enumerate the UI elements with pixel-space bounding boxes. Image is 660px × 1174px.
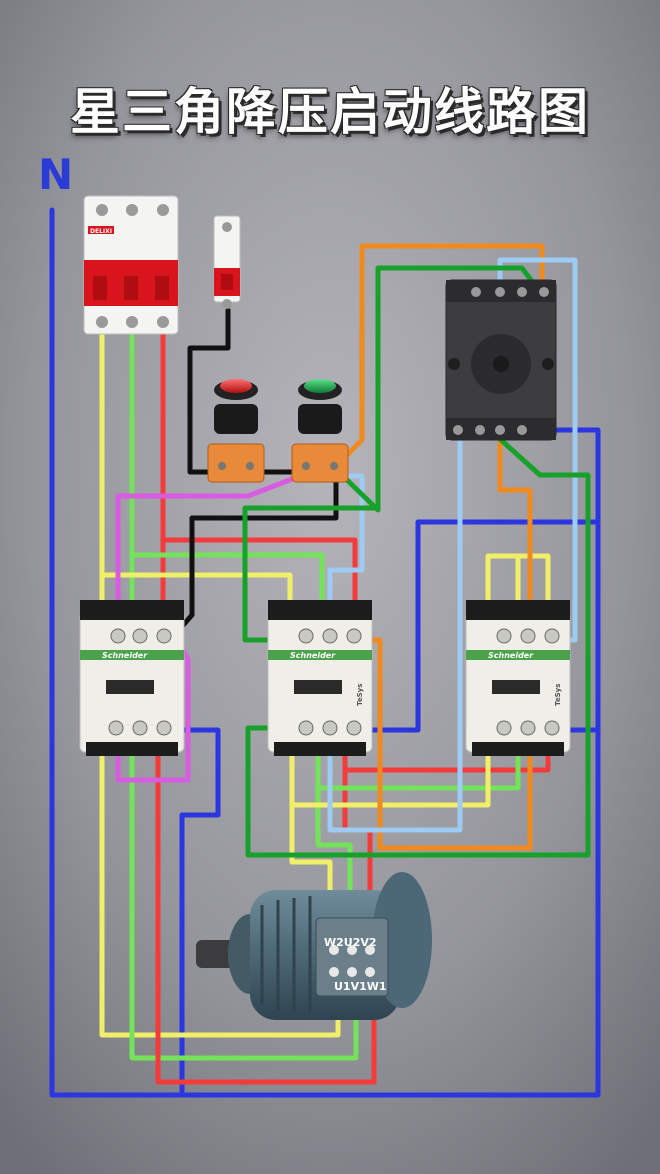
control-magenta [115, 473, 303, 643]
control-black-1 [187, 307, 231, 475]
breaker-brand-label: DELIXI [90, 228, 112, 235]
phase-red-cross [160, 537, 358, 615]
phase-green-cross [129, 552, 325, 615]
delta-star-yellow [289, 737, 491, 808]
time-relay-socket [445, 279, 557, 441]
neutral-label: N [38, 150, 74, 199]
control-lightblue [327, 473, 365, 615]
neutral-wire-2 [332, 519, 601, 733]
delta-contactor: Schneider TeSys [267, 600, 373, 756]
control-darkgreen-3 [245, 427, 591, 858]
motor-top-terminals: W2U2V2 [324, 936, 377, 949]
star-contactor: Schneider TeSys [465, 600, 571, 756]
motor-bottom-terminals: U1V1W1 [334, 980, 387, 993]
single-pole-breaker [213, 215, 241, 309]
start-button[interactable] [291, 379, 349, 483]
control-magenta-2 [115, 637, 191, 783]
delta-contactor-side-label: TeSys [356, 684, 364, 706]
control-black-3 [167, 475, 339, 643]
three-pole-breaker: DELIXI [83, 195, 179, 335]
stop-button[interactable] [207, 379, 265, 483]
star-contactor-side-label: TeSys [554, 684, 562, 706]
star-contactor-brand: Schneider [488, 651, 534, 660]
control-orange-2 [355, 427, 533, 851]
delta-contactor-brand: Schneider [290, 651, 336, 660]
neutral-wire-4 [167, 727, 221, 1098]
phase-yellow-cross [99, 572, 293, 615]
main-contactor: Schneider [79, 600, 185, 756]
three-phase-motor: W2U2V2 U1V1W1 [196, 872, 432, 1020]
control-darkgreen [342, 265, 543, 513]
control-lightblue-3 [327, 427, 463, 833]
motor-red-w1 [155, 737, 377, 1085]
delta-green-out [315, 737, 353, 933]
main-contactor-brand: Schneider [102, 651, 148, 660]
diagram-title: 星三角降压启动线路图 [70, 83, 590, 141]
